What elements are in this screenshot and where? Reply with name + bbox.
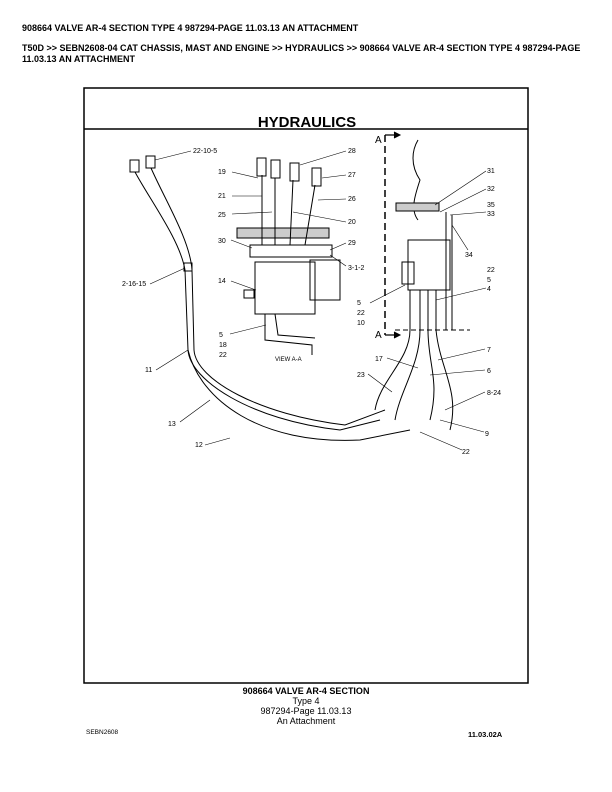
clip: [183, 262, 193, 272]
callout: 22: [219, 352, 227, 359]
callout: 27: [348, 172, 356, 179]
diagram-frame: [83, 87, 529, 684]
lever-assembly: [374, 131, 470, 431]
callouts: 22-10-5 19 28 27 21 26 25 20 30 29 3-1-2…: [122, 135, 501, 456]
callout: 28: [348, 148, 356, 155]
leader-lines: [149, 150, 487, 451]
page-title: 908664 VALVE AR-4 SECTION TYPE 4 987294-…: [22, 23, 359, 33]
callout: 22: [487, 267, 495, 274]
callout: 8-24: [487, 390, 501, 397]
callout: 33: [487, 211, 495, 218]
callout: 18: [219, 342, 227, 349]
callout: 5: [357, 300, 361, 307]
caption-title: 908664 VALVE AR-4 SECTION: [242, 686, 370, 696]
callout: 2-16-15: [122, 281, 146, 288]
footer-left: SEBN2608: [86, 729, 119, 736]
callout: 20: [348, 219, 356, 226]
callout: 32: [487, 186, 495, 193]
callout: 12: [195, 442, 203, 449]
left-hoses: [129, 155, 411, 441]
footer-right: 11.03.02A: [468, 730, 503, 739]
callout: 25: [218, 212, 226, 219]
callout: 22: [462, 449, 470, 456]
callout: 19: [218, 169, 226, 176]
control-valve: [236, 157, 341, 355]
callout: 7: [487, 347, 491, 354]
callout: 30: [218, 238, 226, 245]
callout: 22-10-5: [193, 148, 217, 155]
callout: 35: [487, 202, 495, 209]
caption-attachment: An Attachment: [276, 716, 336, 726]
callout: 9: [485, 431, 489, 438]
callout: 11: [145, 367, 152, 374]
callout: 14: [218, 278, 226, 285]
callout: 23: [357, 372, 365, 379]
callout: 29: [348, 240, 356, 247]
callout: 17: [375, 356, 383, 363]
caption-type: Type 4: [292, 696, 320, 706]
callout: 5: [487, 277, 491, 284]
diagram-heading: HYDRAULICS: [258, 114, 356, 131]
callout: 34: [465, 252, 473, 259]
callout: 13: [168, 421, 176, 428]
caption-page: 987294-Page 11.03.13: [260, 706, 352, 716]
callout: 31: [487, 168, 495, 175]
section-marker-bottom: A: [375, 330, 382, 341]
view-label: VIEW A-A: [275, 357, 302, 363]
breadcrumb: T50D >> SEBN2608-04 CAT CHASSIS, MAST AN…: [22, 43, 581, 64]
callout: 26: [348, 196, 356, 203]
callout: 6: [487, 368, 491, 375]
callout: 3-1-2: [348, 265, 364, 272]
callout: 4: [487, 286, 491, 293]
callout: 5: [219, 332, 223, 339]
callout: 22: [357, 310, 365, 317]
callout: 10: [357, 320, 365, 327]
section-marker-top: A: [375, 135, 382, 146]
callout: 21: [218, 193, 226, 200]
